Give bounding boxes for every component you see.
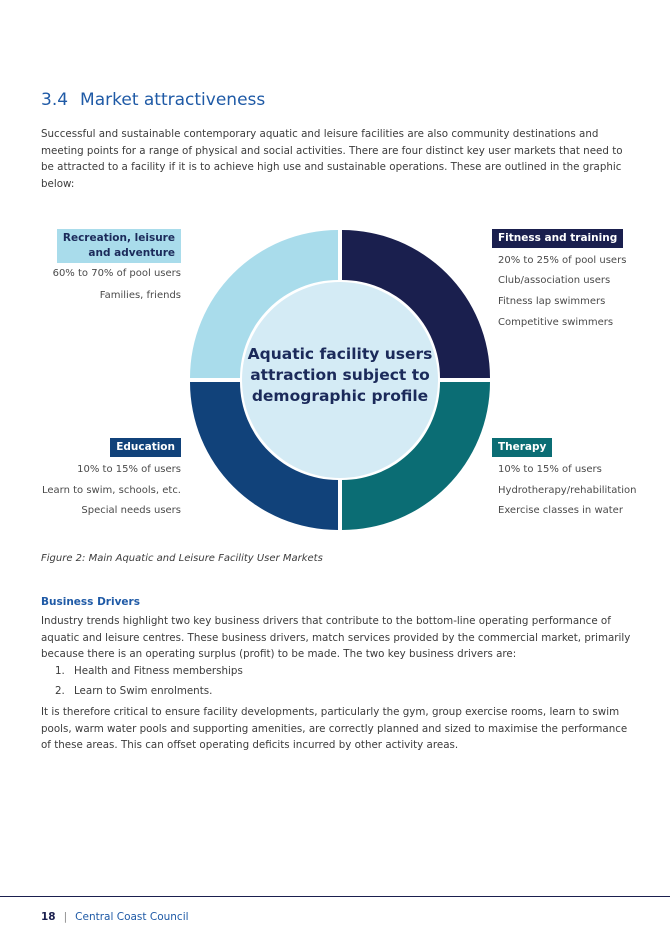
list-number: 2. xyxy=(55,685,65,697)
recreation-item: Families, friends xyxy=(99,290,181,301)
recreation-label: Recreation, leisure and adventure xyxy=(56,229,181,263)
business-drivers-paragraph: Industry trends highlight two key busine… xyxy=(41,615,631,660)
page-footer: 18 | Central Coast Council xyxy=(41,911,189,923)
section-title: Market attractiveness xyxy=(80,90,266,110)
therapy-item: Exercise classes in water xyxy=(498,505,623,516)
list-item-text: Health and Fitness memberships xyxy=(74,665,243,677)
page-number: 18 xyxy=(41,911,56,923)
fitness-item: Club/association users xyxy=(498,275,611,286)
education-item: Learn to swim, schools, etc. xyxy=(42,485,181,496)
quadrant-education xyxy=(190,382,338,530)
quadrant-recreation xyxy=(190,230,338,378)
footer-organisation: Central Coast Council xyxy=(75,911,189,923)
section-number: 3.4 xyxy=(41,90,69,110)
center-circle xyxy=(242,282,438,478)
education-item: Special needs users xyxy=(81,505,181,516)
recreation-item: 60% to 70% of pool users xyxy=(52,268,181,279)
section-heading: 3.4 Market attractiveness xyxy=(41,90,277,110)
figure-caption: Figure 2: Main Aquatic and Leisure Facil… xyxy=(41,553,323,564)
center-line-1: Aquatic facility users xyxy=(248,345,433,363)
closing-paragraph: It is therefore critical to ensure facil… xyxy=(41,706,628,751)
therapy-item: 10% to 15% of users xyxy=(498,464,602,475)
center-line-2: attraction subject to xyxy=(250,366,430,384)
quadrant-fitness xyxy=(342,230,490,378)
education-item: 10% to 15% of users xyxy=(77,464,181,475)
therapy-label: Therapy xyxy=(492,438,553,457)
footer-separator: | xyxy=(63,911,68,923)
recreation-title-line-1: Recreation, leisure xyxy=(62,232,175,244)
recreation-title-line-2: and adventure xyxy=(88,247,175,259)
quadrant-therapy xyxy=(342,382,490,530)
center-line-3: demographic profile xyxy=(252,387,428,405)
business-drivers-heading: Business Drivers xyxy=(41,596,140,608)
footer-rule xyxy=(0,896,670,897)
fitness-label: Fitness and training xyxy=(492,229,624,248)
fitness-item: 20% to 25% of pool users xyxy=(498,255,627,266)
fitness-item: Competitive swimmers xyxy=(498,317,614,328)
fitness-item: Fitness lap swimmers xyxy=(498,296,606,307)
intro-paragraph: Successful and sustainable contemporary … xyxy=(41,128,623,190)
therapy-item: Hydrotherapy/rehabilitation xyxy=(498,485,637,496)
education-label: Education xyxy=(110,438,181,457)
list-item-text: Learn to Swim enrolments. xyxy=(74,685,213,697)
list-number: 1. xyxy=(55,665,65,677)
